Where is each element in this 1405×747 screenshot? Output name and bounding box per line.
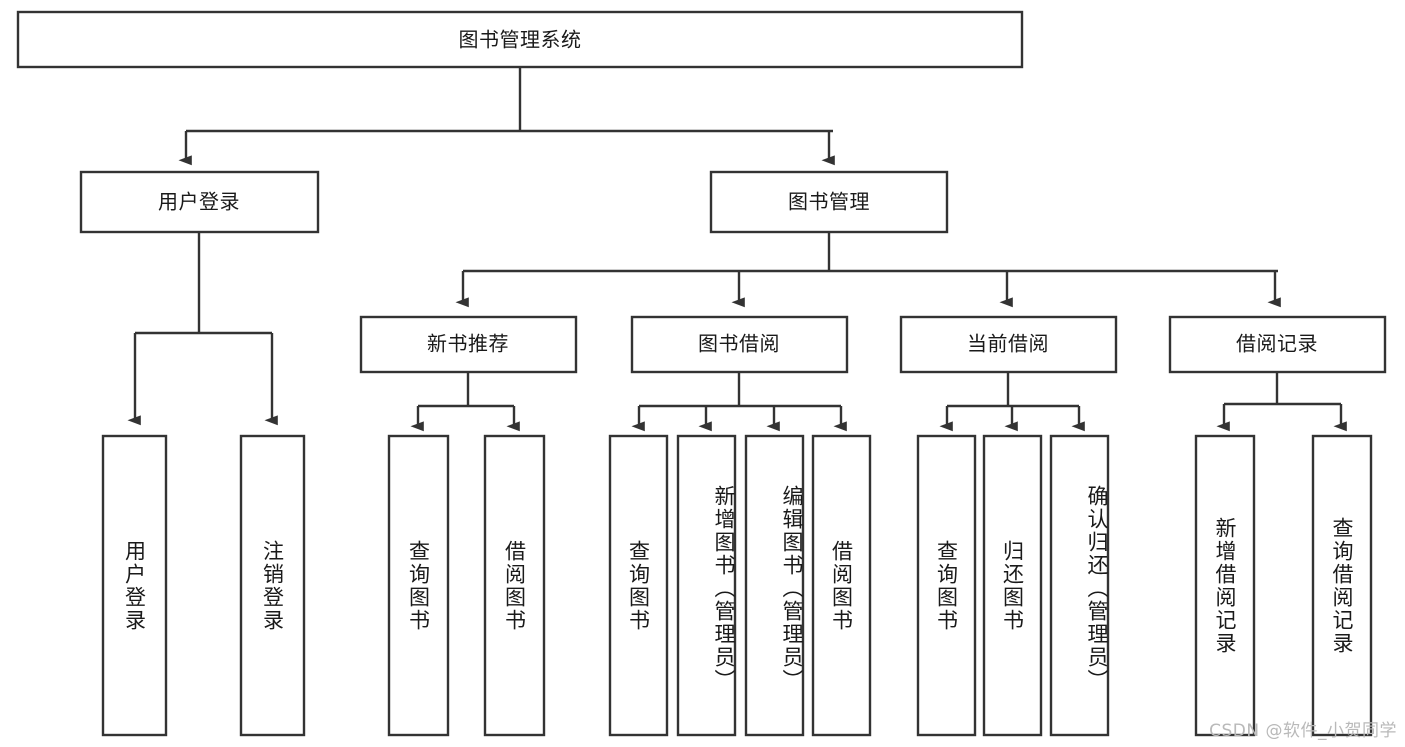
- node-user-login[interactable]: [79, 170, 320, 234]
- node-current-borrow[interactable]: [899, 315, 1118, 374]
- node-leaf-query-book-borrow[interactable]: [608, 434, 669, 737]
- csdn-watermark: CSDN @软件_小贺同学: [1209, 721, 1397, 741]
- node-user-login-label: 用户登录: [158, 190, 240, 214]
- connector-borrow-record-children: [1216, 372, 1347, 432]
- node-borrow-record-label: 借阅记录: [1236, 332, 1318, 356]
- node-leaf-user-logout[interactable]: [239, 434, 306, 737]
- node-leaf-add-book[interactable]: [676, 434, 737, 737]
- node-book-borrow-label: 图书借阅: [698, 332, 780, 356]
- node-book-borrow[interactable]: [630, 315, 849, 374]
- node-leaf-return-book[interactable]: [982, 434, 1043, 737]
- connector-current-borrow-children: [939, 372, 1085, 432]
- node-leaf-borrow-book[interactable]: [811, 434, 872, 737]
- node-leaf-query-book-cur[interactable]: [916, 434, 977, 737]
- node-book-manage[interactable]: [709, 170, 949, 234]
- connector-user-login-children: [127, 232, 278, 426]
- node-new-book-rec[interactable]: [359, 315, 578, 374]
- connector-new-book-rec-children: [410, 372, 520, 432]
- node-borrow-record[interactable]: [1168, 315, 1387, 374]
- connector-book-manage-children: [455, 232, 1281, 308]
- node-current-borrow-label: 当前借阅: [967, 332, 1049, 356]
- connector-book-borrow-children: [631, 372, 847, 432]
- node-leaf-user-login[interactable]: [101, 434, 168, 737]
- node-leaf-confirm-return[interactable]: [1049, 434, 1110, 737]
- node-leaf-query-book-rec[interactable]: [387, 434, 450, 737]
- connector-root-trunk: [178, 67, 835, 166]
- node-new-book-rec-label: 新书推荐: [427, 332, 509, 356]
- node-leaf-borrow-book-rec[interactable]: [483, 434, 546, 737]
- node-leaf-query-record[interactable]: [1311, 434, 1373, 737]
- node-root[interactable]: [16, 10, 1024, 69]
- node-book-manage-label: 图书管理: [788, 190, 870, 214]
- node-leaf-add-record[interactable]: [1194, 434, 1256, 737]
- node-root-label: 图书管理系统: [459, 28, 582, 52]
- node-leaf-edit-book[interactable]: [744, 434, 805, 737]
